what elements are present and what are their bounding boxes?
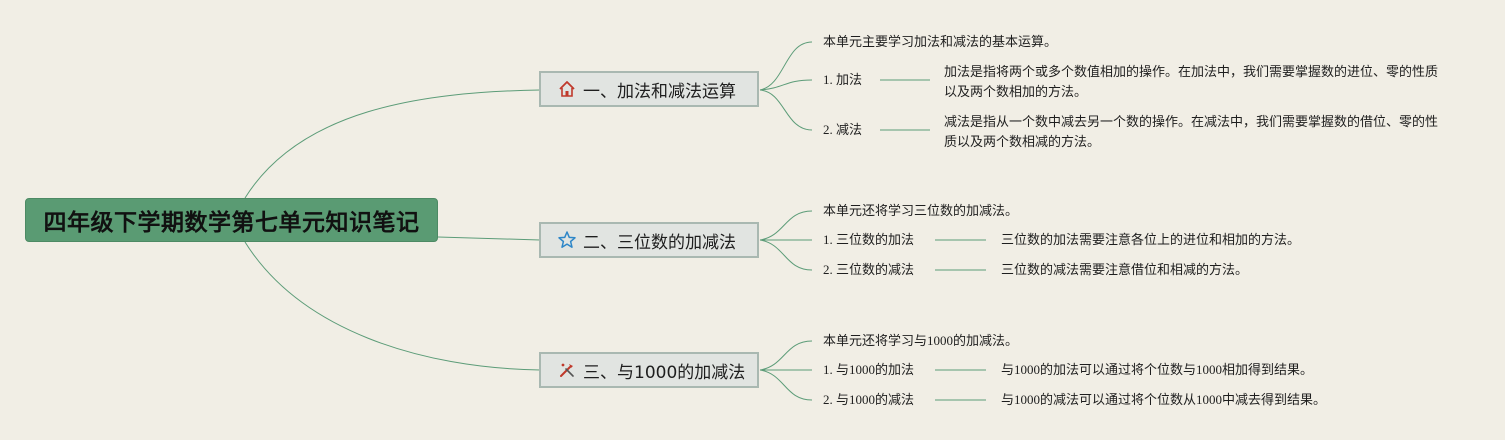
branch-3-to-intro-line <box>759 340 813 371</box>
branch-node-three-digit[interactable]: 二、三位数的加减法 <box>539 222 759 258</box>
root-to-branch-1-line <box>244 89 541 199</box>
branch-3-intro: 本单元还将学习与1000的加减法。 <box>823 333 1019 348</box>
branch-1-intro: 本单元主要学习加法和减法的基本运算。 <box>823 34 1058 49</box>
branch-2-item-1-label: 1. 三位数的加法 <box>823 232 915 247</box>
branch-3-item-2-label: 2. 与1000的减法 <box>823 392 915 407</box>
branch-label: 一、加法和减法运算 <box>583 81 736 102</box>
root-node[interactable]: 四年级下学期数学第七单元知识笔记 <box>25 198 438 242</box>
star-icon <box>557 230 577 250</box>
house-icon <box>557 79 577 99</box>
branch-1-item-2-desc: 减法是指从一个数中减去另一个数的操作。在减法中，我们需要掌握数的借位、零的性质以… <box>944 114 1439 149</box>
branch-2-item-2-desc: 三位数的减法需要注意借位和相减的方法。 <box>1001 262 1249 277</box>
root-title: 四年级下学期数学第七单元知识笔记 <box>43 210 420 236</box>
branch-label: 二、三位数的加减法 <box>583 232 736 253</box>
branch-3-item-2-desc: 与1000的减法可以通过将个位数从1000中减去得到结果。 <box>1001 392 1327 407</box>
branch-1-to-item-1-line <box>759 79 813 91</box>
tools-icon <box>557 360 577 380</box>
branch-1-to-item-2-line <box>759 89 813 131</box>
branch-1-item-1-label: 1. 加法 <box>823 72 863 87</box>
branch-3-to-item-2-line <box>759 369 813 401</box>
branch-3-item-1-desc: 与1000的加法可以通过将个位数与1000相加得到结果。 <box>1001 362 1314 377</box>
root-to-branch-2-line <box>437 236 541 241</box>
branch-2-to-item-2-line <box>759 239 813 271</box>
branch-3-item-1-label: 1. 与1000的加法 <box>823 362 915 377</box>
branch-node-addition-subtraction[interactable]: 一、加法和减法运算 <box>539 71 759 107</box>
branch-2-intro: 本单元还将学习三位数的加减法。 <box>823 203 1019 218</box>
root-to-branch-3-line <box>244 241 541 371</box>
branch-2-item-1-desc: 三位数的加法需要注意各位上的进位和相加的方法。 <box>1001 232 1301 247</box>
branch-2-to-intro-line <box>759 210 813 241</box>
branch-node-thousand[interactable]: 三、与1000的加减法 <box>539 352 759 388</box>
branch-1-item-1-desc: 加法是指将两个或多个数值相加的操作。在加法中，我们需要掌握数的进位、零的性质以及… <box>944 64 1439 99</box>
branch-1-item-2-label: 2. 减法 <box>823 122 863 137</box>
branch-1-to-intro-line <box>759 41 813 91</box>
branch-2-item-2-label: 2. 三位数的减法 <box>823 262 915 277</box>
branch-label: 三、与1000的加减法 <box>583 362 746 383</box>
